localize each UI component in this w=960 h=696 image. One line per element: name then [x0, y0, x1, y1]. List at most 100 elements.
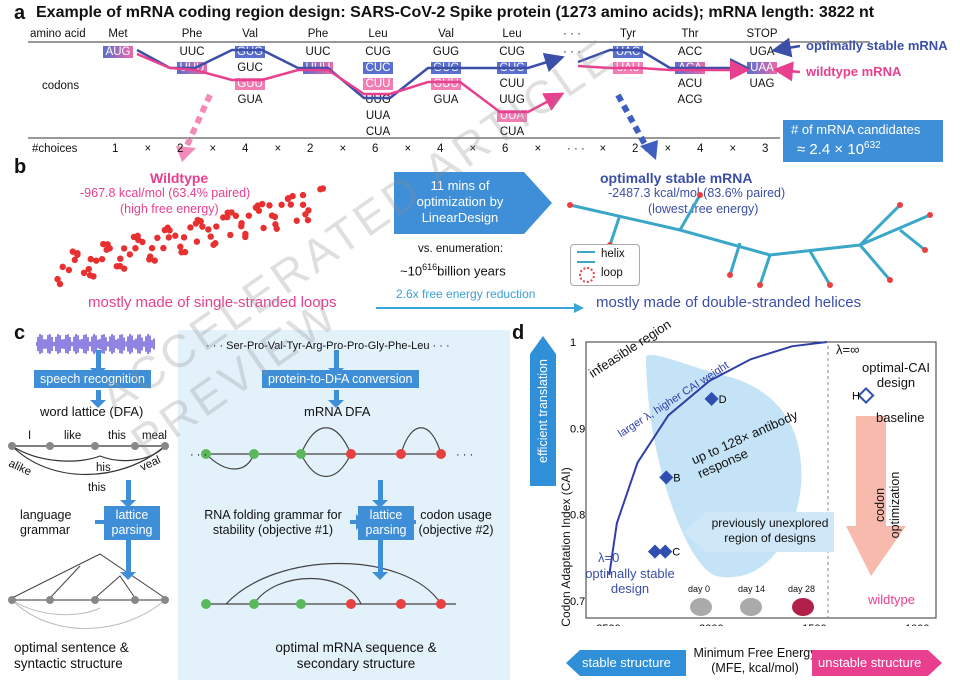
protein-sequence: · · · Ser-Pro-Val-Tyr-Arg-Pro-Pro-Gly-Ph… [206, 340, 450, 352]
mouse-icon [690, 598, 712, 616]
loop-dot [65, 266, 73, 274]
stable-structure-image [567, 192, 933, 288]
stable-title: optimally stable mRNA [600, 170, 753, 186]
light-blue-background [178, 330, 510, 680]
codon-cell: UAG [749, 78, 775, 90]
codon-cell: UAA [747, 62, 777, 74]
baseline-label: baseline [876, 410, 925, 425]
loop-dot [897, 202, 903, 208]
loop-dot [71, 256, 78, 264]
loop-dot [130, 233, 138, 241]
wildtype-energy: -967.8 kcal/mol (63.4% paired) [80, 186, 251, 200]
x-axis-label: Minimum Free Energy (MFE, kcal/mol) [693, 646, 817, 675]
panel-a-letter: a [14, 2, 26, 24]
loop-dot [727, 272, 733, 278]
loop-dot [139, 238, 146, 246]
loop-dot [85, 265, 92, 273]
loop-dot [187, 224, 194, 231]
amino-acid: Leu [368, 28, 388, 40]
loop-dot [98, 255, 106, 263]
word-this: this [108, 430, 126, 442]
choice-count: 6 [502, 143, 509, 155]
choice-count: 1 [112, 143, 119, 155]
point-label: C [672, 547, 680, 559]
stable-energy: -2487.3 kcal/mol (83.6% paired) [608, 186, 786, 200]
codon-cell: GUC [237, 62, 263, 74]
loop-dot [93, 257, 100, 264]
stable-structure-label: stable structure [582, 655, 671, 670]
word-like: like [64, 430, 82, 442]
loop-dot [80, 269, 88, 277]
y-tick-label: 1 [570, 337, 576, 349]
loop-icon [579, 267, 595, 283]
optimal-sentence-label: optimal sentence & syntactic structure [14, 640, 129, 671]
choice-count: × [209, 143, 217, 155]
x-tick-label: -2500 [593, 623, 621, 626]
loop-dot [69, 248, 77, 255]
loop-dot [284, 195, 292, 203]
optimal-cai-label: optimal-CAI design [862, 360, 930, 390]
amino-acid: Met [108, 28, 128, 40]
point-label: D [719, 394, 727, 406]
loop-dot [757, 282, 763, 288]
codon-cell: CUU [363, 78, 393, 90]
loop-dot [151, 257, 158, 264]
loop-dot [238, 222, 245, 230]
loop-dot [224, 213, 231, 221]
codon-cell: · · · [563, 46, 581, 58]
loop-dot [268, 212, 276, 219]
word-his: his [96, 462, 111, 474]
mouse-icon [740, 598, 762, 616]
loop-dot [927, 212, 933, 218]
unstable-structure-arrow: unstable structure [812, 650, 942, 676]
loop-dot [192, 220, 200, 227]
choice-count: × [729, 143, 737, 155]
lambda-inf-label: λ=∞ [836, 342, 860, 357]
loop-dot [289, 192, 296, 200]
loop-dot [117, 255, 124, 262]
codon-cell: CUC [363, 62, 393, 74]
choice-count: 4 [697, 143, 704, 155]
codon-cell: UUC [179, 46, 205, 58]
choice-count: × [664, 143, 672, 155]
loop-dot [54, 275, 61, 283]
mrna-structure-diagram [201, 563, 456, 609]
codon-cell: CUG [365, 46, 391, 58]
previously-unexplored-arrow: previously unexplored region of designs [684, 512, 834, 552]
loop-dot [922, 247, 928, 253]
loop-dot [205, 226, 212, 233]
panel-a-title: Example of mRNA coding region design: SA… [36, 4, 875, 21]
legend-optimally-stable-mrna: optimally stable mRNA [806, 38, 948, 53]
loop-dot [255, 207, 263, 214]
codon-cell: CUG [499, 46, 525, 58]
loop-dot [287, 201, 294, 208]
data-point [857, 386, 875, 404]
stable-structure-arrow: stable structure [566, 650, 686, 676]
loop-dot [193, 238, 201, 245]
previously-unexplored-label: previously unexplored region of designs [711, 516, 829, 545]
loop-dot [245, 212, 253, 219]
codon-cell: CUU [499, 78, 525, 90]
loop-label: loop [601, 267, 623, 279]
codon-cell: ACU [677, 78, 703, 90]
loop-dot [87, 255, 94, 263]
linear-design-text: 11 mins of optimization by LinearDesign [416, 178, 504, 225]
cai-mfe-chart: ABCDH -2500-2000-1500-10000.70.80.91 [570, 337, 937, 626]
codon-cell: ACC [677, 46, 703, 58]
choices-row-label: #choices [32, 143, 78, 155]
wildtype-structure-image [54, 185, 327, 288]
codon-cell: UUC [305, 46, 331, 58]
y-tick-label: 0.9 [570, 423, 585, 435]
loop-dot [299, 201, 307, 208]
choice-count: × [534, 143, 542, 155]
lattice-parsing-box-middle: lattice parsing [358, 506, 414, 540]
choice-count: × [144, 143, 152, 155]
loop-dot [299, 191, 307, 199]
loop-dot [207, 233, 214, 240]
y-tick-label: 0.8 [570, 510, 585, 522]
unstable-structure-label: unstable structure [818, 655, 922, 670]
optimal-mrna-label: optimal mRNA sequence & secondary struct… [275, 640, 437, 671]
efficient-translation-arrow: efficient translation [530, 336, 556, 486]
codon-cell: UGA [749, 46, 775, 58]
codons-row-label: codons [42, 80, 80, 92]
